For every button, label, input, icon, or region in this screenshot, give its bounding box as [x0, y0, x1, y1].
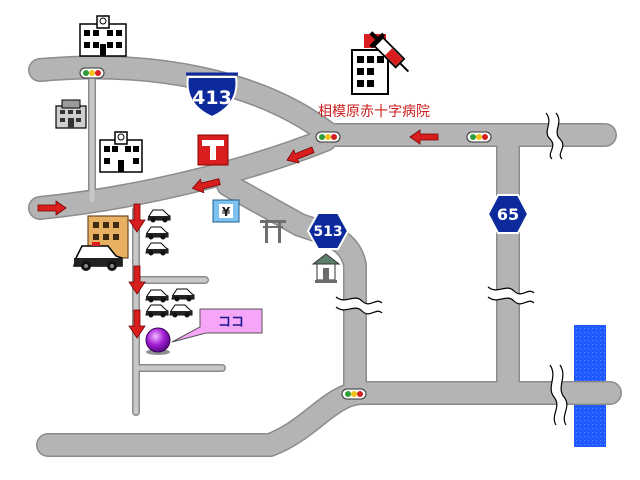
route-513-shield: 513 [306, 212, 350, 250]
bank-icon: ¥ [212, 199, 240, 223]
route-65-number: 65 [497, 205, 519, 224]
route-513-number: 513 [313, 224, 342, 240]
post-office-icon [197, 134, 229, 166]
police-car-icon [171, 288, 195, 302]
direction-arrows [37, 129, 439, 339]
shrine-gate-icon [260, 220, 286, 243]
school-icon [99, 131, 143, 173]
police-car-icon [145, 242, 169, 256]
arrow-down-icon [128, 203, 146, 233]
police-car-icon [145, 304, 169, 318]
destination-callout-text: ココ [218, 315, 244, 330]
svg-text:¥: ¥ [222, 205, 231, 219]
road-break-river [549, 364, 568, 426]
destination-callout: ココ [171, 308, 263, 343]
police-car-icon [73, 242, 123, 271]
map-marker-icon [145, 327, 171, 355]
police-car-icon [169, 304, 193, 318]
traffic-light-icon [315, 131, 341, 143]
temple-icon [311, 253, 341, 283]
police-car-icon [145, 289, 169, 303]
route-65-shield: 65 [486, 194, 530, 234]
route-413-shield: 413 [186, 72, 238, 119]
school-icon [79, 15, 127, 57]
arrow-left-icon [286, 146, 315, 164]
hospital-label: 相模原赤十字病院 [318, 104, 430, 120]
road-break-marks [335, 112, 568, 426]
arrow-right-icon [37, 200, 67, 216]
hospital-icon [351, 31, 410, 95]
office-building-icon [55, 99, 87, 129]
road-break-65 [487, 286, 535, 305]
route-413-number: 413 [192, 87, 232, 109]
traffic-light-icon [466, 131, 492, 143]
arrow-down-icon [128, 265, 146, 295]
traffic-lights [79, 67, 492, 400]
traffic-light-icon [341, 388, 367, 400]
arrow-left-icon [409, 129, 439, 145]
traffic-light-icon [79, 67, 105, 79]
syringe-icon [369, 31, 410, 73]
road-break-513 [335, 296, 383, 315]
arrow-left-icon [191, 178, 221, 194]
police-car-icon [147, 209, 171, 223]
arrow-down-icon [128, 309, 146, 339]
police-car-icon [145, 226, 169, 240]
road-break-east [545, 112, 564, 160]
police-cars-parking [145, 209, 195, 318]
